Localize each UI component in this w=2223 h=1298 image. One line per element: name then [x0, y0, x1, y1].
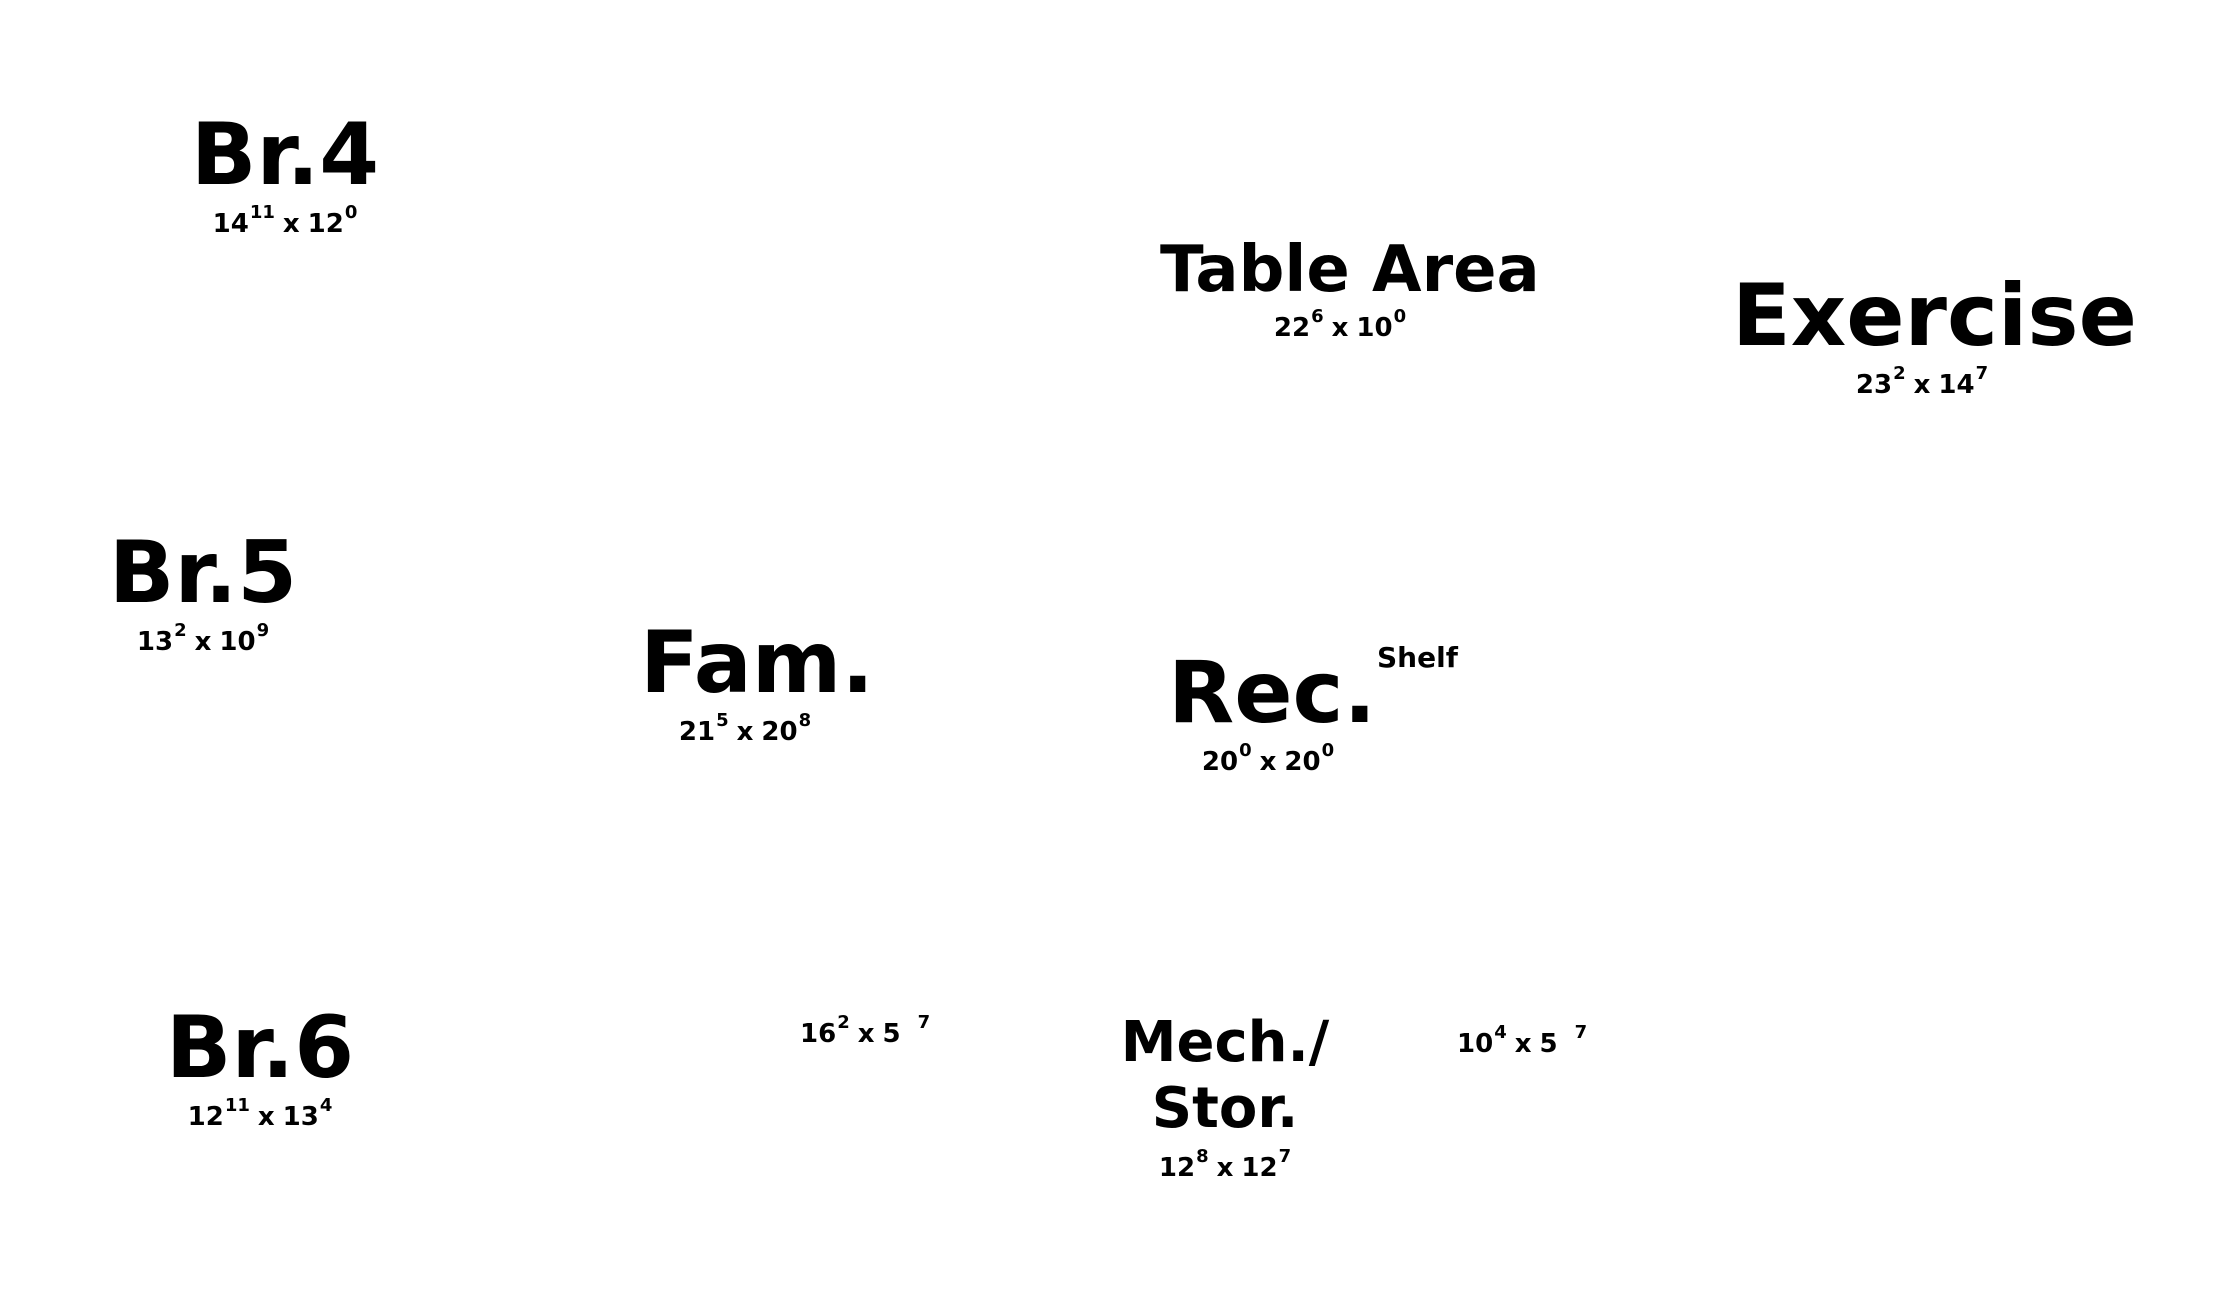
room-name: Table Area — [1160, 233, 1540, 307]
room-name: Fam. — [640, 613, 875, 713]
room-name: Br.6 — [165, 998, 355, 1098]
room-name: Br.4 — [190, 105, 380, 205]
shelf-label: Shelf — [1377, 641, 1458, 674]
room-name-line2: Stor. — [1151, 1076, 1299, 1142]
room-name: Br.5 — [108, 523, 298, 623]
room-name: Exercise — [1732, 266, 2137, 366]
room-name: Rec. — [1168, 643, 1377, 743]
room-name-line1: Mech./ — [1120, 1010, 1330, 1075]
